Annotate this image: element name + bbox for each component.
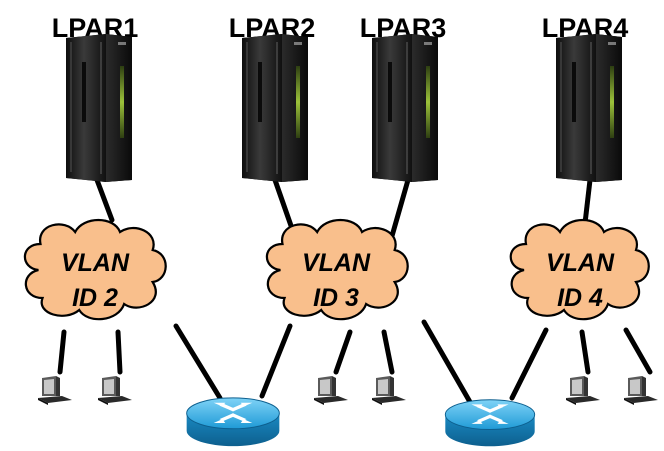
- vlan-cloud-3: VLAN ID 3: [265, 218, 409, 321]
- mainframe-server-icon: [372, 34, 438, 182]
- workstation-icon: [98, 376, 132, 405]
- vlan-label-line1: VLAN: [302, 249, 371, 277]
- link-vlan3-router1: [259, 323, 293, 399]
- link-vlan3-pc2: [381, 329, 395, 375]
- link-lpar1-vlan2: [94, 177, 115, 223]
- mainframe-server-icon: [242, 34, 308, 182]
- vlan-label-line2: ID 4: [557, 284, 603, 312]
- workstation-icon: [566, 376, 600, 405]
- link-vlan2-router1: [173, 323, 223, 401]
- link-vlan4-pc1: [579, 329, 591, 375]
- link-vlan2-pc2: [115, 329, 123, 375]
- vlan-cloud-2: VLAN ID 2: [23, 218, 167, 321]
- link-vlan4-router2: [509, 327, 549, 401]
- link-vlan3-router2: [421, 319, 473, 405]
- workstation-icon: [314, 376, 348, 405]
- link-vlan4-pc2: [623, 327, 653, 375]
- workstation-icon: [38, 376, 72, 405]
- workstation-icon: [624, 376, 658, 405]
- link-vlan2-pc1: [57, 329, 67, 375]
- link-vlan3-pc1: [333, 329, 353, 375]
- workstation-icon: [372, 376, 406, 405]
- vlan-label-line1: VLAN: [61, 249, 130, 277]
- vlan-label-line1: VLAN: [546, 249, 615, 277]
- mainframe-server-icon: [66, 34, 132, 182]
- vlan-label-line2: ID 3: [313, 284, 359, 312]
- router-icon: [444, 399, 536, 447]
- vlan-cloud-4: VLAN ID 4: [509, 218, 650, 321]
- mainframe-server-icon: [556, 34, 622, 182]
- link-lpar3-vlan3: [389, 177, 411, 239]
- vlan-label-line2: ID 2: [72, 284, 118, 312]
- router-icon: [186, 397, 280, 447]
